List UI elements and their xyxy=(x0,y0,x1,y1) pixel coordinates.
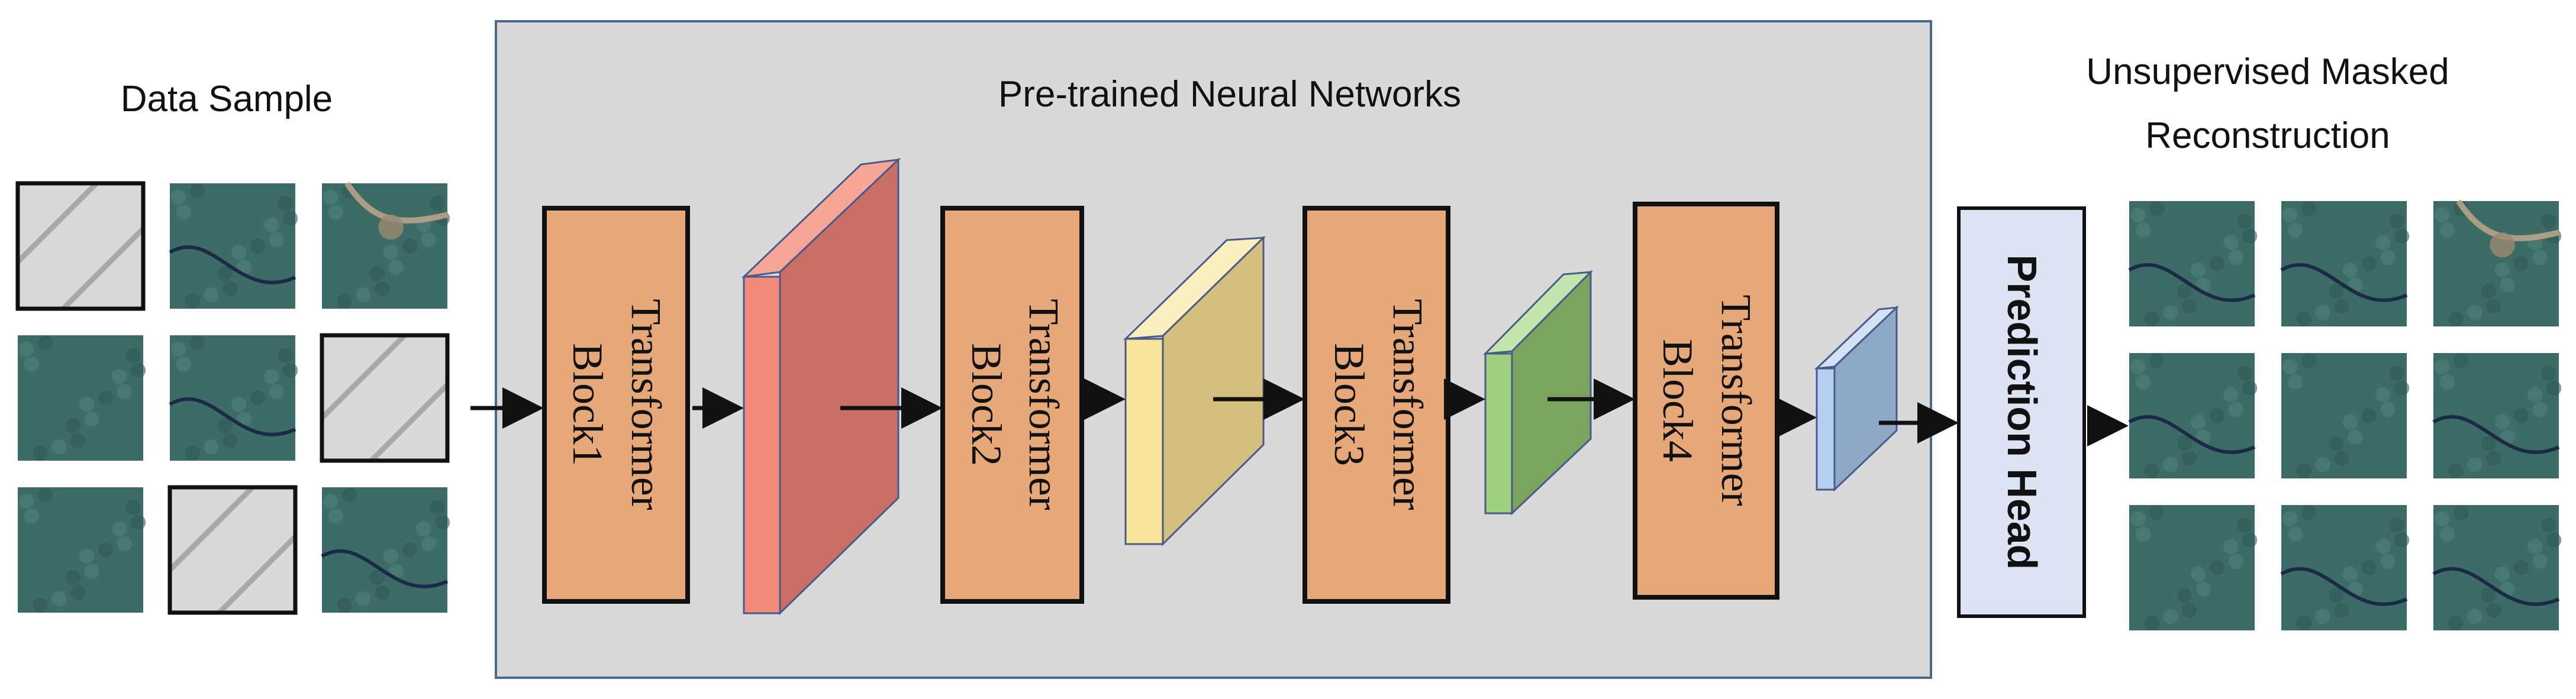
block-2-label-line1: Transformer xyxy=(1020,299,1068,510)
input-tile-2-0 xyxy=(18,487,146,613)
output-tile-0-2 xyxy=(2433,199,2562,327)
output-tile-1-1 xyxy=(2281,353,2410,479)
output-title-line2: Reconstruction xyxy=(2145,115,2390,156)
input-tile-2-2 xyxy=(321,487,450,613)
output-tile-0-1 xyxy=(2280,201,2410,327)
output-tile-0-0 xyxy=(2128,201,2258,327)
block-1-label-line2: Block1 xyxy=(564,343,611,466)
block-4-label-line2: Block4 xyxy=(1654,339,1701,462)
block-1-label-line1: Transformer xyxy=(623,299,670,510)
feature-map-2 xyxy=(1123,235,1266,546)
input-tile-0-0 xyxy=(15,181,146,311)
output-tile-1-0 xyxy=(2128,353,2258,479)
output-tile-2-2 xyxy=(2432,505,2562,630)
output-tile-1-2 xyxy=(2432,353,2562,479)
data-sample-title: Data Sample xyxy=(121,79,333,119)
input-tile-1-1 xyxy=(169,335,298,461)
block-2-label-line2: Block2 xyxy=(963,343,1010,466)
transformer-block-4: Transformer Block4 xyxy=(1633,202,1779,600)
flow-arrows xyxy=(470,378,2129,446)
pretrained-title: Pre-trained Neural Networks xyxy=(998,74,1461,115)
input-tile-0-1 xyxy=(169,183,298,309)
transformer-block-2: Transformer Block2 xyxy=(940,206,1084,604)
prediction-head: Prediction Head xyxy=(1957,206,2086,618)
output-reconstruction-grid xyxy=(2128,199,2562,630)
feature-map-1 xyxy=(741,157,901,616)
output-tile-2-0 xyxy=(2129,505,2258,630)
transformer-block-3: Transformer Block3 xyxy=(1302,206,1450,604)
input-tile-1-2 xyxy=(320,333,450,463)
block-3-label-line2: Block3 xyxy=(1326,343,1373,466)
input-tile-2-1 xyxy=(167,485,298,615)
output-title-line1: Unsupervised Masked xyxy=(2086,51,2449,92)
input-tile-1-0 xyxy=(18,335,146,461)
feature-map-4 xyxy=(1814,305,1900,492)
input-tile-0-2 xyxy=(322,182,450,309)
feature-map-3 xyxy=(1483,270,1593,516)
output-tile-2-1 xyxy=(2280,505,2410,630)
block-3-label-line1: Transformer xyxy=(1384,299,1432,510)
prediction-head-label: Prediction Head xyxy=(1999,255,2045,570)
block-4-label-line1: Transformer xyxy=(1713,295,1760,506)
input-sample-grid xyxy=(15,181,450,615)
transformer-block-1: Transformer Block1 xyxy=(542,206,690,604)
